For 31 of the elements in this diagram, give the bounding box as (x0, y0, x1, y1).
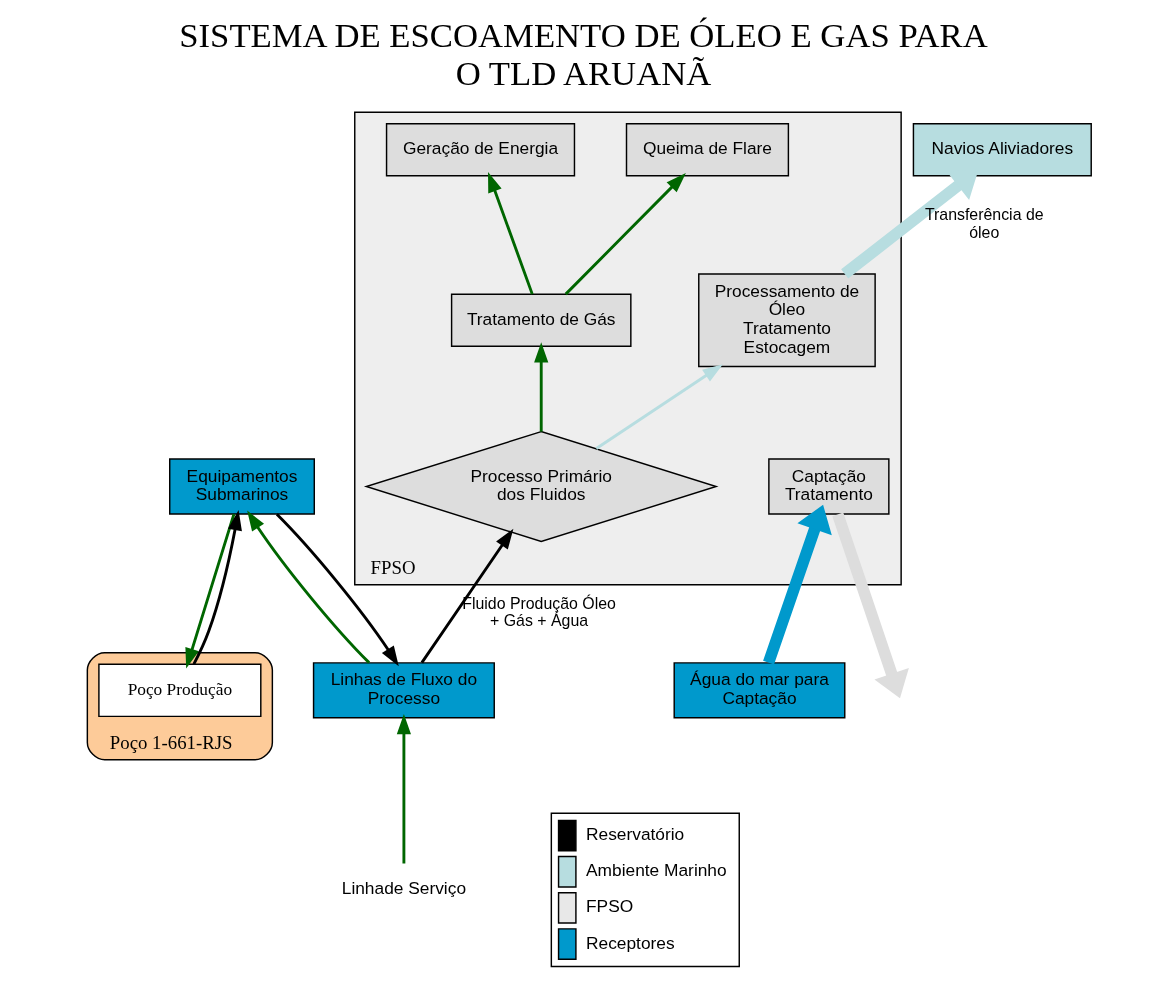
node-box: Navios Aliviadores (912, 123, 1092, 177)
edge-label: Fluido Produção Óleo + Gás + Água (462, 595, 616, 630)
node-box: Captação Tratamento (768, 458, 890, 515)
edge-label: Transferência de óleo (924, 206, 1044, 241)
legend-label: Ambiente Marinho (586, 860, 727, 881)
legend-label: Receptores (586, 932, 675, 953)
arrow (832, 512, 909, 699)
node-box: Geração de Energia (385, 123, 576, 177)
node-box: Água do mar para Captação (673, 662, 846, 719)
node-box: Linhas de Fluxo do Processo (312, 662, 495, 719)
node-box: Tratamento de Gás (450, 293, 632, 348)
arrow (595, 364, 723, 450)
node-diamond: Processo Primário dos Fluidos (363, 430, 719, 543)
diagram-title: SISTEMA DE ESCOAMENTO DE ÓLEO E GAS PARA O TLD ARUANÃ (179, 16, 988, 93)
legend-label: Reservatório (586, 824, 685, 845)
arrow (488, 171, 534, 295)
node-box: Processamento de Óleo Tratamento Estocagem (698, 273, 876, 368)
arrow (420, 528, 514, 664)
node-text: Linhade Serviço (341, 878, 467, 899)
node-box: Queima de Flare (625, 123, 790, 177)
node-box: Poço Produção (98, 663, 262, 718)
arrow (534, 342, 549, 432)
arrow (763, 504, 832, 665)
node-box: Equipamentos Submarinos (169, 458, 315, 515)
legend-label: FPSO (586, 896, 634, 917)
arrow (192, 510, 242, 665)
arrow (564, 172, 686, 296)
arrow (185, 513, 236, 669)
arrow (247, 510, 371, 664)
arrow (396, 714, 411, 864)
arrow (275, 513, 399, 667)
